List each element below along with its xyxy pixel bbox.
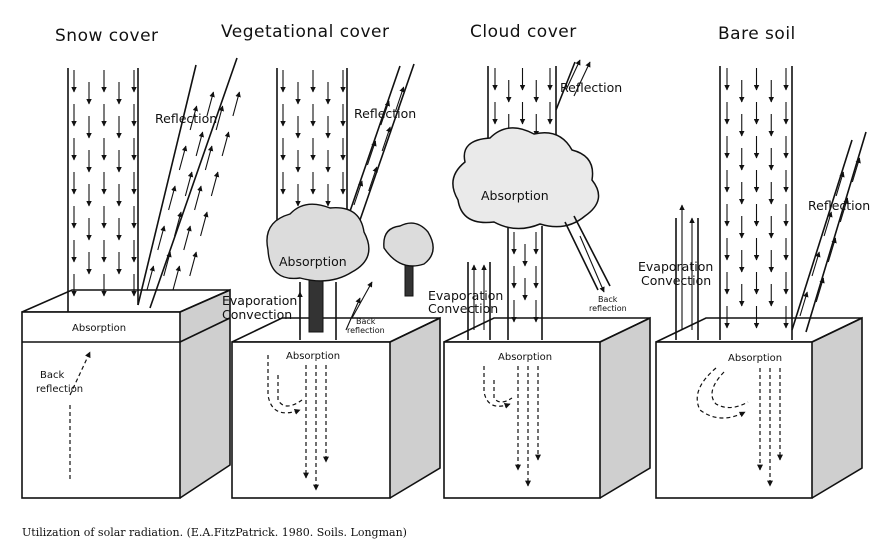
- reflected-arrow: [353, 180, 364, 206]
- cloud-convection-label: Convection: [428, 301, 498, 316]
- reflected-arrow: [206, 91, 215, 117]
- reflected-arrow: [799, 291, 809, 317]
- snow-back-label: Back: [40, 370, 64, 381]
- incoming-radiation-arrows: [71, 70, 137, 297]
- vegetational-cover-panel: Reflection Absorption Evaporation Convec…: [222, 63, 441, 499]
- vegetational-cover-title: Vegetational cover: [221, 22, 389, 42]
- reflected-arrow: [172, 265, 181, 291]
- reflected-arrow: [183, 225, 192, 251]
- reflected-arrow: [174, 211, 183, 237]
- bare-reflection-label: Reflection: [808, 198, 870, 213]
- reflected-arrow: [200, 211, 209, 237]
- snow-cover-title: Snow cover: [55, 26, 159, 46]
- incoming-radiation-arrows: [492, 68, 553, 137]
- veg-convection-label: Convection: [222, 307, 292, 322]
- reflected-arrow: [178, 145, 188, 171]
- cloud-absorption-soil-label: Absorption: [498, 352, 552, 363]
- incoming-radiation-arrows: [724, 68, 789, 329]
- reflected-arrow: [184, 171, 194, 197]
- bare-absorption-soil-label: Absorption: [728, 353, 782, 364]
- bare-convection-label: Convection: [641, 273, 711, 288]
- reflected-arrow: [839, 197, 849, 223]
- reflected-arrow: [194, 185, 203, 211]
- reflected-arrow: [157, 225, 166, 251]
- reflected-arrow: [195, 131, 204, 157]
- reflected-arrow: [827, 237, 837, 263]
- cloud-evaporation-label: Evaporation: [428, 288, 503, 303]
- veg-back-reflection-label: reflection: [347, 326, 385, 335]
- cloud-back-label: Back: [598, 295, 618, 304]
- reflected-radiation-arrows: [146, 91, 241, 291]
- reflected-arrow: [835, 171, 845, 197]
- reflected-arrow: [380, 100, 390, 126]
- cloud-absorption-label: Absorption: [481, 188, 549, 203]
- reflected-arrow: [811, 251, 821, 277]
- reflected-arrow: [395, 86, 405, 112]
- reflected-arrow: [232, 91, 241, 117]
- reflected-arrow: [851, 157, 861, 183]
- cloud-back-reflection-label: reflection: [589, 304, 627, 313]
- cloud-cover-panel: Reflection Absorption Back reflection Ev…: [428, 59, 651, 499]
- veg-absorption-soil-label: Absorption: [286, 351, 340, 362]
- reflected-arrow: [163, 251, 172, 277]
- reflected-radiation-arrows: [353, 86, 405, 206]
- reflected-arrow: [368, 166, 378, 192]
- veg-evaporation-label: Evaporation: [222, 293, 297, 308]
- cloud-cover-title: Cloud cover: [470, 22, 577, 42]
- veg-absorption-canopy-label: Absorption: [279, 254, 347, 269]
- reflected-arrow: [381, 126, 392, 152]
- reflected-arrow: [210, 171, 220, 197]
- reflected-radiation-arrows: [799, 157, 861, 317]
- snow-reflection-sub-label: reflection: [36, 384, 83, 395]
- reflected-arrow: [168, 185, 177, 211]
- reflected-arrow: [221, 131, 230, 157]
- reflected-arrow: [189, 251, 198, 277]
- reflected-arrow: [146, 265, 155, 291]
- bare-soil-panel: Reflection Evaporation Convection Absorp…: [638, 66, 870, 499]
- snow-absorption-label: Absorption: [72, 323, 126, 334]
- snow-cover-panel: Reflection Absorption Back reflection: [21, 57, 241, 499]
- figure-caption: Utilization of solar radiation. (E.A.Fit…: [22, 526, 407, 539]
- transmitted-radiation-arrows: [511, 232, 539, 323]
- reflected-arrow: [366, 140, 377, 166]
- reflected-arrow: [823, 211, 833, 237]
- snow-reflection-label: Reflection: [155, 111, 217, 126]
- reflected-arrow: [215, 105, 225, 131]
- veg-back-label: Back: [356, 317, 376, 326]
- bare-soil-title: Bare soil: [718, 24, 796, 44]
- bare-evaporation-label: Evaporation: [638, 259, 713, 274]
- reflected-arrow: [189, 105, 199, 131]
- cloud-reflection-label: Reflection: [560, 80, 622, 95]
- veg-reflection-label: Reflection: [354, 106, 416, 121]
- incoming-radiation-arrows: [280, 70, 346, 207]
- reflected-arrow: [204, 145, 214, 171]
- reflected-arrow: [815, 277, 825, 303]
